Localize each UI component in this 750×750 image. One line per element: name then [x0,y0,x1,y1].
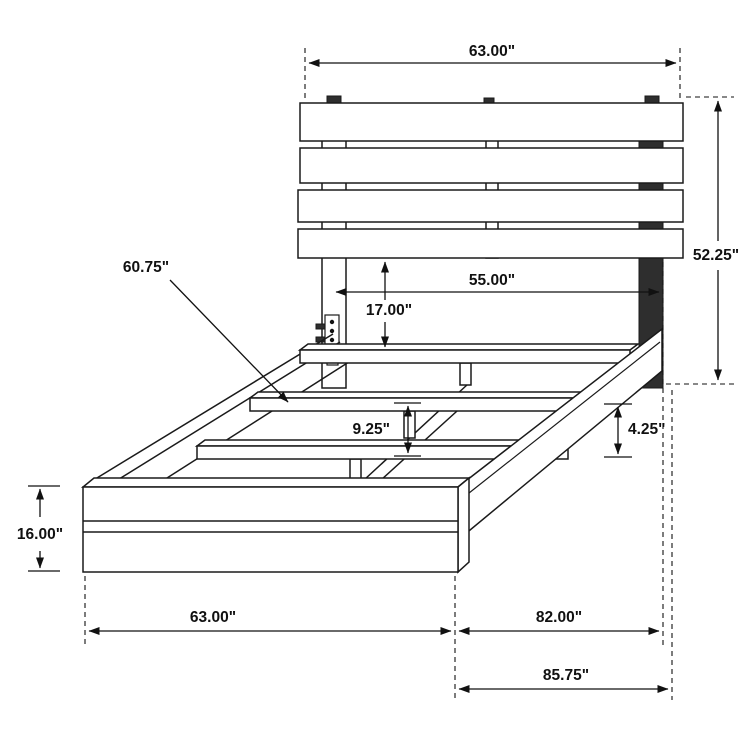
dim-slat-length: 60.75" [123,259,289,403]
slat-1 [299,349,631,364]
dim-slat-length-label: 60.75" [123,259,169,276]
bed-frame [80,327,663,574]
dim-headboard-width: 63.00" [304,43,681,99]
footboard-front-face [82,486,459,573]
dimension-annotations: 63.00" 52.25" 55.00" 17.00" 60.75" [17,43,739,700]
dim-rail-height: 4.25" [604,403,666,458]
dim-headboard-height-label: 52.25" [693,247,739,264]
slat-1-top [297,343,641,351]
dim-frame-length-label: 82.00" [536,609,582,626]
slat-support-foot-1 [459,362,472,386]
headboard-plank-3 [297,189,684,223]
dim-footboard-height: 16.00" [17,485,63,572]
headboard-plank-1 [299,102,684,142]
headboard-plank-2 [299,147,684,184]
footboard-side-face [457,476,470,574]
headboard-plank-4 [297,228,684,259]
dim-footboard-width: 63.00" [84,576,456,700]
footboard [80,476,472,574]
dim-inner-width: 55.00" [335,262,664,648]
dim-headboard-to-slats-label: 17.00" [366,302,412,319]
slat-2-top [247,391,611,399]
slat-2 [249,397,601,412]
dim-inner-width-label: 55.00" [469,272,515,289]
dim-headboard-width-label: 63.00" [469,43,515,60]
dim-footboard-height-label: 16.00" [17,526,63,543]
dim-headboard-height: 52.25" [666,96,739,385]
dim-footboard-width-label: 63.00" [190,609,236,626]
dim-overall-length-label: 85.75" [543,667,589,684]
dim-slat-clearance: 9.25" [352,402,421,457]
dim-slat-clearance-label: 9.25" [352,421,390,438]
dim-headboard-to-slats: 17.00" [366,261,412,348]
dim-overall-length: 85.75" [458,390,673,700]
dim-frame-length: 82.00" [458,609,660,635]
footboard-top-face [80,477,472,488]
slat-3 [196,445,569,460]
dim-rail-height-label: 4.25" [628,421,666,438]
slat-support-foot-2 [403,410,416,439]
